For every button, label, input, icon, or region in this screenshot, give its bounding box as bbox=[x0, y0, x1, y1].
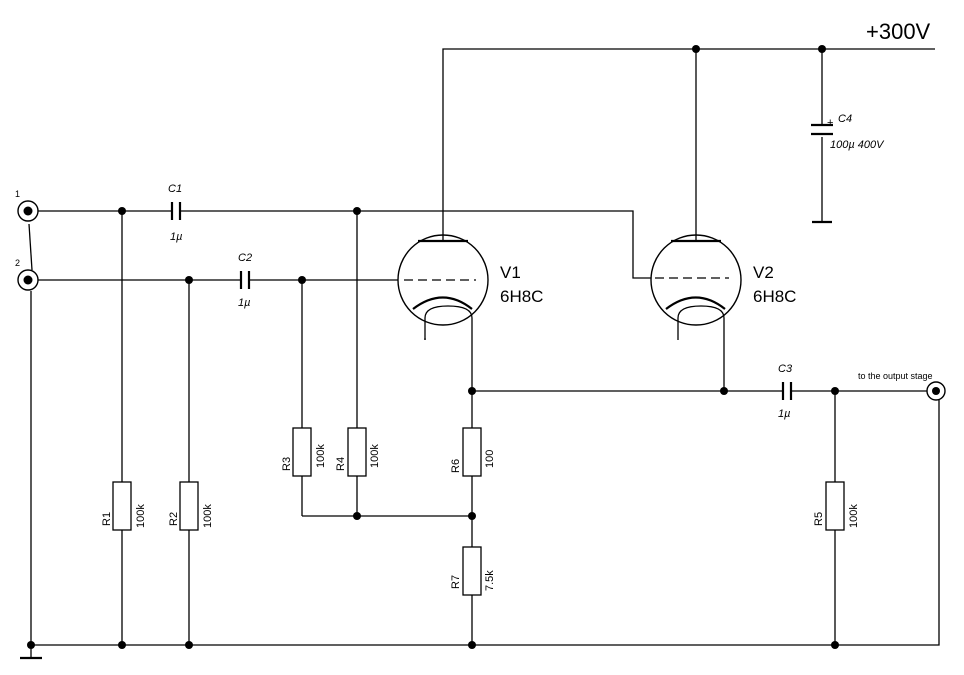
junction-dot bbox=[118, 641, 126, 649]
capacitor-c4: + C4 100µ 400V bbox=[811, 113, 885, 151]
c1-ref-label: C1 bbox=[168, 183, 182, 195]
junction-dot bbox=[468, 387, 476, 395]
c4-ref-label: C4 bbox=[838, 113, 852, 125]
capacitor-c1: C1 1µ bbox=[168, 183, 182, 243]
input-connector-2: 2 bbox=[15, 258, 39, 291]
r1-ref-label: R1 bbox=[101, 512, 113, 526]
r6-ref-label: R6 bbox=[450, 459, 462, 473]
r5-value-label: 100k bbox=[848, 504, 860, 528]
v1-cathode bbox=[412, 296, 473, 310]
junction-dot bbox=[298, 276, 306, 284]
v1-type-label: 6H8C bbox=[500, 287, 543, 306]
r7-value-label: 7.5k bbox=[484, 570, 496, 591]
r2-ref-label: R2 bbox=[168, 512, 180, 526]
r7-ref-label: R7 bbox=[450, 575, 462, 589]
r2-value-label: 100k bbox=[202, 504, 214, 528]
junction-dot bbox=[353, 207, 361, 215]
connector-1-label: 1 bbox=[15, 189, 20, 199]
junction-dot bbox=[468, 641, 476, 649]
junction-dot bbox=[27, 641, 35, 649]
r1-value-label: 100k bbox=[135, 504, 147, 528]
c1-value-label: 1µ bbox=[170, 231, 182, 243]
resistor-r6: R6 100 bbox=[450, 427, 496, 477]
resistor-r4: R4 100k bbox=[335, 427, 381, 477]
output-connector-label: to the output stage bbox=[858, 371, 933, 381]
junction-dot bbox=[692, 45, 700, 53]
v2-cathode bbox=[665, 296, 726, 310]
c2-ref-label: C2 bbox=[238, 252, 252, 264]
v2-ref-label: V2 bbox=[753, 263, 774, 282]
vacuum-tube-v1: V1 6H8C bbox=[397, 232, 543, 340]
resistor-r5: R5 100k bbox=[813, 481, 860, 531]
r3-ref-label: R3 bbox=[281, 457, 293, 471]
junction-dot bbox=[468, 512, 476, 520]
supply-rail-wire bbox=[442, 48, 935, 232]
junction-dot bbox=[353, 512, 361, 520]
r4-value-label: 100k bbox=[369, 444, 381, 468]
resistor-r1: R1 100k bbox=[101, 481, 147, 531]
connector-2-label: 2 bbox=[15, 258, 20, 268]
capacitor-c3: C3 1µ bbox=[778, 363, 793, 420]
wiring bbox=[20, 48, 940, 660]
c4-polarity-mark: + bbox=[827, 117, 833, 129]
resistor-r2: R2 100k bbox=[168, 481, 214, 531]
r6-value-label: 100 bbox=[484, 450, 496, 468]
resistor-r3: R3 100k bbox=[281, 427, 327, 477]
junction-dot bbox=[818, 45, 826, 53]
junction-dot bbox=[831, 641, 839, 649]
v1-heater bbox=[424, 305, 473, 340]
resistor-r7: R7 7.5k bbox=[450, 546, 496, 596]
v2-type-label: 6H8C bbox=[753, 287, 796, 306]
v2-grid-wire bbox=[180, 210, 655, 279]
junction-dot bbox=[185, 641, 193, 649]
v2-envelope bbox=[650, 234, 742, 326]
junction-dot bbox=[831, 387, 839, 395]
supply-voltage-label: +300V bbox=[866, 19, 931, 44]
c3-ref-label: C3 bbox=[778, 363, 793, 375]
junction-dot bbox=[118, 207, 126, 215]
v2-heater bbox=[677, 305, 725, 340]
junctions bbox=[27, 45, 839, 649]
output-connector: to the output stage bbox=[858, 371, 946, 401]
junction-dot bbox=[720, 387, 728, 395]
junction-dot bbox=[185, 276, 193, 284]
c4-value-label: 100µ 400V bbox=[830, 139, 885, 151]
c2-value-label: 1µ bbox=[238, 297, 250, 309]
ground-bus-wire bbox=[30, 291, 940, 646]
vacuum-tube-v2: V2 6H8C bbox=[650, 232, 796, 340]
c3-value-label: 1µ bbox=[778, 408, 790, 420]
r5-ref-label: R5 bbox=[813, 512, 825, 526]
r3-value-label: 100k bbox=[315, 444, 327, 468]
input-connector-1: 1 bbox=[15, 189, 39, 222]
capacitor-c2: C2 1µ bbox=[238, 252, 252, 309]
in1-in2-link bbox=[28, 223, 33, 271]
r4-ref-label: R4 bbox=[335, 457, 347, 471]
v1-ref-label: V1 bbox=[500, 263, 521, 282]
